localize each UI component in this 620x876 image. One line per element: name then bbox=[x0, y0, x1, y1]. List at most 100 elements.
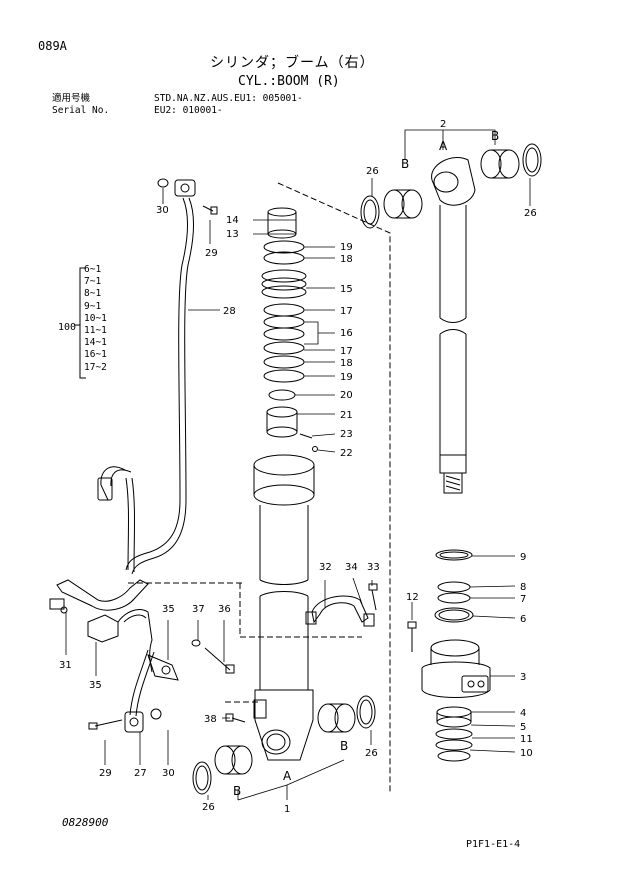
callout-11: 11 bbox=[520, 734, 533, 745]
rings-bottom bbox=[435, 706, 473, 762]
callout-30b: 30 bbox=[162, 768, 175, 779]
callout-20: 20 bbox=[340, 390, 353, 401]
kit-item: 9~1 bbox=[84, 300, 102, 312]
kit-item: 6~1 bbox=[84, 264, 102, 275]
label-B-top-right: B bbox=[491, 129, 499, 143]
seal-stack bbox=[261, 207, 307, 383]
hose-27 bbox=[124, 649, 162, 733]
callout-12: 12 bbox=[406, 592, 419, 603]
ring-20 bbox=[268, 389, 296, 401]
callout-35b: 35 bbox=[162, 604, 175, 615]
callout-17b: 17 bbox=[340, 346, 353, 357]
callout-26b: 26 bbox=[524, 208, 537, 219]
callout-38: 38 bbox=[204, 714, 217, 725]
piston-seals bbox=[434, 549, 474, 623]
bolt-12 bbox=[407, 621, 417, 652]
gland-21 bbox=[266, 406, 298, 438]
callout-26c: 26 bbox=[202, 802, 215, 813]
kit-item: 11~1 bbox=[84, 325, 107, 337]
label-A-bottom: A bbox=[283, 769, 292, 783]
bolt-29-top bbox=[202, 205, 218, 215]
callout-7: 7 bbox=[520, 594, 526, 605]
title-japanese: シリンダ；ブーム（右） bbox=[210, 55, 375, 71]
label-A-top: A bbox=[439, 139, 448, 153]
callout-26a: 26 bbox=[366, 166, 379, 177]
callout-29a: 29 bbox=[205, 248, 218, 259]
bushing-top-right bbox=[480, 149, 520, 179]
callout-34: 34 bbox=[345, 562, 358, 573]
callout-18a: 18 bbox=[340, 254, 353, 265]
callout-9: 9 bbox=[520, 552, 526, 563]
callout-35a: 35 bbox=[89, 680, 102, 691]
page-code: 089A bbox=[38, 39, 67, 53]
callout-8: 8 bbox=[520, 582, 526, 593]
callout-30a: 30 bbox=[156, 205, 169, 216]
piston-rod bbox=[431, 157, 476, 494]
kit-item: 10~1 bbox=[84, 312, 107, 324]
cylinder-tube bbox=[253, 454, 315, 761]
leader-lines bbox=[65, 129, 531, 801]
bushing-top-left bbox=[383, 189, 423, 219]
callout-23: 23 bbox=[340, 429, 353, 440]
bolt-29-bottom bbox=[88, 719, 123, 730]
ball-22 bbox=[312, 446, 318, 452]
label-B-bottom-left: B bbox=[233, 784, 241, 798]
hose-pipe-28 bbox=[97, 179, 196, 575]
clamp-31 bbox=[49, 579, 149, 614]
kit-item: 7~1 bbox=[84, 276, 102, 288]
callout-33: 33 bbox=[367, 562, 380, 573]
piston-3 bbox=[421, 639, 491, 698]
callout-5: 5 bbox=[520, 722, 526, 733]
bolt-36 bbox=[204, 647, 235, 674]
label-B-bottom-right: B bbox=[340, 739, 348, 753]
callout-3: 3 bbox=[520, 672, 526, 683]
callout-32: 32 bbox=[319, 562, 332, 573]
callout-labels: 14 13 19 18 15 17 16 17 18 19 20 21 23 2… bbox=[59, 119, 537, 815]
callout-37: 37 bbox=[192, 604, 205, 615]
callout-13: 13 bbox=[226, 229, 239, 240]
callout-31: 31 bbox=[59, 660, 72, 671]
assembly-lines bbox=[128, 182, 391, 793]
washer-37 bbox=[191, 639, 201, 647]
pipe-clamp-35 bbox=[87, 609, 179, 681]
kit-item: 16~1 bbox=[84, 349, 107, 361]
callout-1: 1 bbox=[284, 804, 290, 815]
callout-29b: 29 bbox=[99, 768, 112, 779]
grease-fitting-38 bbox=[225, 713, 246, 723]
kit-item: 17~2 bbox=[84, 361, 107, 373]
callout-17a: 17 bbox=[340, 306, 353, 317]
kit-total-number: 100 bbox=[58, 322, 77, 333]
callout-14: 14 bbox=[226, 215, 239, 226]
applicable-label: 適用号機 bbox=[52, 93, 91, 104]
seal-26-top-right bbox=[522, 143, 542, 177]
callout-16: 16 bbox=[340, 328, 353, 339]
oring-30-top bbox=[157, 178, 169, 188]
serial-label: Serial No. bbox=[52, 105, 110, 116]
callout-19a: 19 bbox=[340, 242, 353, 253]
callout-4: 4 bbox=[520, 708, 526, 719]
band-clamp-32 bbox=[305, 595, 375, 627]
title-english: CYL.:BOOM (R) bbox=[238, 74, 340, 89]
kit-bracket bbox=[79, 267, 86, 379]
page-reference: P1F1-E1-4 bbox=[466, 839, 521, 850]
callout-36: 36 bbox=[218, 604, 231, 615]
seal-26-top-left bbox=[360, 195, 380, 229]
callout-2: 2 bbox=[440, 119, 446, 130]
callout-19b: 19 bbox=[340, 372, 353, 383]
callout-22: 22 bbox=[340, 448, 353, 459]
callout-6: 6 bbox=[520, 614, 526, 625]
callout-21: 21 bbox=[340, 410, 353, 421]
bolt-23 bbox=[299, 433, 313, 439]
label-B-top-left: B bbox=[401, 157, 409, 171]
bushing-bottom-right bbox=[317, 703, 356, 733]
bolt-33 bbox=[368, 583, 378, 611]
bushing-bottom-left bbox=[214, 745, 253, 775]
kit-item: 14~1 bbox=[84, 337, 107, 349]
kit-list: 6~1 7~1 8~1 9~1 10~1 11~1 14~1 16~1 17~2 bbox=[84, 264, 107, 374]
applicable-models: STD.NA.NZ.AUS.EU1: 005001- bbox=[154, 93, 303, 104]
eu2-serial: EU2: 010001- bbox=[154, 105, 223, 116]
callout-26d: 26 bbox=[365, 748, 378, 759]
callout-18b: 18 bbox=[340, 358, 353, 369]
drawing-number: 0828900 bbox=[62, 816, 109, 829]
